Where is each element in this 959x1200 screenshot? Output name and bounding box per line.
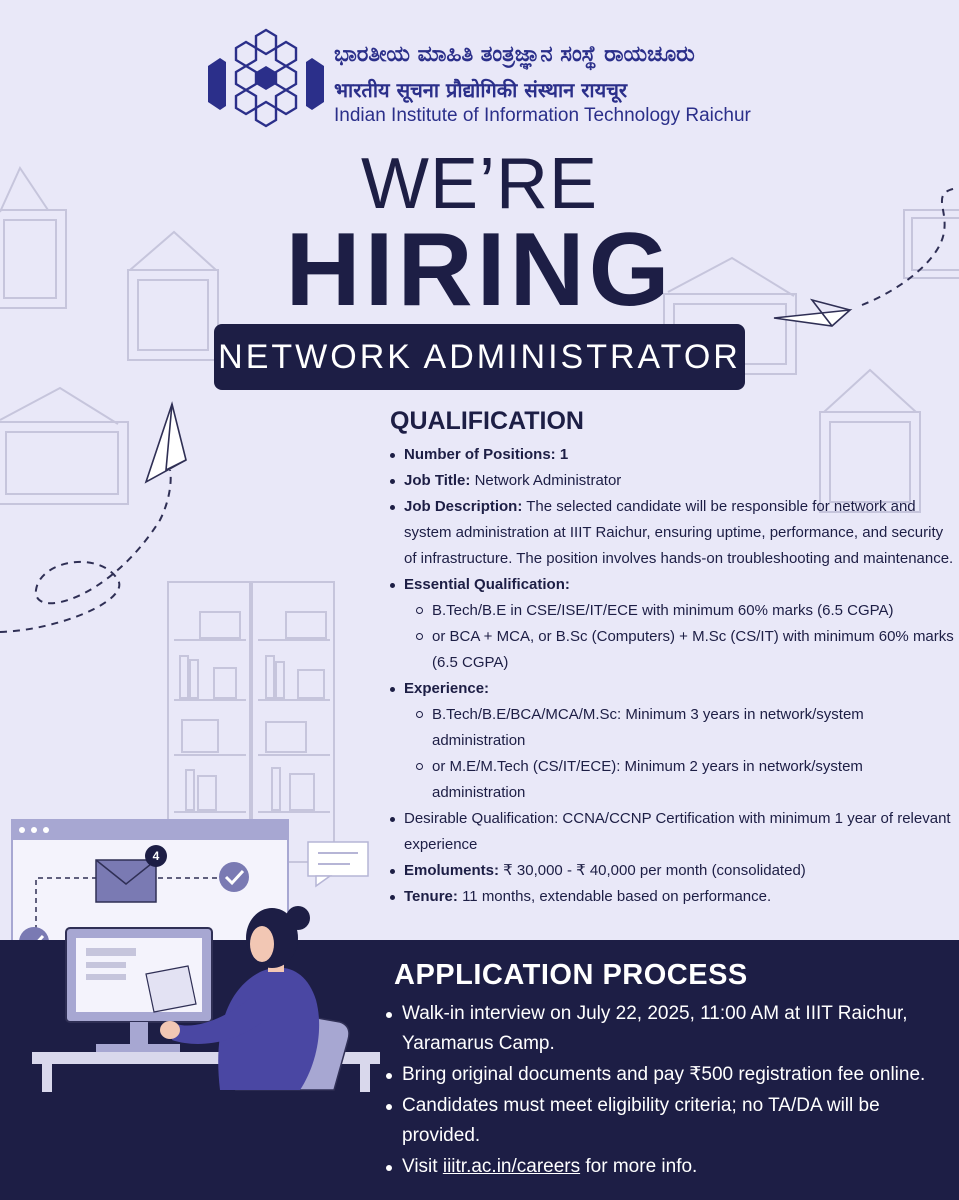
application-title: APPLICATION PROCESS [394,959,748,991]
list-item: Visit iiitr.ac.in/careers for more info. [380,1152,955,1182]
list-item: Bring original documents and pay ₹500 re… [380,1060,955,1090]
experience-list: B.Tech/B.E/BCA/MCA/M.Sc: Minimum 3 years… [412,702,954,806]
role-banner: NETWORK ADMINISTRATOR [214,324,745,390]
list-item: Emoluments: ₹ 30,000 - ₹ 40,000 per mont… [386,858,954,884]
list-item: Job Title: Network Administrator [386,468,954,494]
job-title-label: Job Title: [404,472,471,489]
application-list: Walk-in interview on July 22, 2025, 11:0… [380,999,955,1182]
positions-label: Number of Positions: 1 [404,446,569,463]
list-item: Experience: B.Tech/B.E/BCA/MCA/M.Sc: Min… [386,676,954,806]
notification-count: 4 [152,849,160,863]
sub-list-item: B.Tech/B.E in CSE/ISE/IT/ECE with minimu… [412,598,954,624]
qualification-title: QUALIFICATION [390,407,584,435]
frame-icon [127,230,219,361]
job-description-value: The selected candidate will be responsib… [404,498,954,567]
careers-link[interactable]: iiitr.ac.in/careers [442,1156,581,1177]
sub-list-item: B.Tech/B.E/BCA/MCA/M.Sc: Minimum 3 years… [412,702,954,754]
frame-icon [819,368,921,513]
emoluments-value: ₹ 30,000 - ₹ 40,000 per month (consolida… [499,862,806,879]
envelope-icon [95,859,157,903]
bookshelf-icon [167,581,335,863]
experience-label: Experience: [404,680,490,697]
frame-icon [0,386,129,505]
frame-icon [903,209,959,279]
institute-name-english: Indian Institute of Information Technolo… [334,105,751,126]
qualification-section: QUALIFICATION Number of Positions: 1 Job… [386,404,954,910]
job-title-value: Network Administrator [470,472,622,489]
sub-list-item: or BCA + MCA, or B.Sc (Computers) + M.Sc… [412,624,954,676]
desirable-qualification: Desirable Qualification: CCNA/CCNP Certi… [386,806,954,858]
list-item: Tenure: 11 months, extendable based on p… [386,884,954,910]
essential-qualification-label: Essential Qualification: [404,576,570,593]
emoluments-label: Emoluments: [404,862,500,879]
paper-plane-icon [773,298,853,327]
notification-badge [145,845,167,867]
institute-name-kannada: ಭಾರತೀಯ ಮಾಹಿತಿ ತಂತ್ರಜ್ಞಾನ ಸಂಸ್ಥೆ ರಾಯಚೂರು [334,42,695,67]
list-item: Number of Positions: 1 [386,442,954,468]
visit-prefix: Visit [402,1156,443,1177]
check-circle-icon [219,862,249,892]
institute-name-hindi: भारतीय सूचना प्रौद्योगिकी संस्थान रायचूर [334,78,628,102]
list-item: Candidates must meet eligibility criteri… [380,1091,955,1151]
list-item: Job Description: The selected candidate … [386,494,954,572]
sub-list-item: or M.E/M.Tech (CS/IT/ECE): Minimum 2 yea… [412,754,954,806]
paper-plane-icon [144,401,187,484]
headline-were: WE’RE [361,144,598,224]
tenure-label: Tenure: [404,888,458,905]
hexagon-network-logo [208,28,324,128]
visit-suffix: for more info. [580,1156,698,1177]
tenure-value: 11 months, extendable based on performan… [457,888,772,905]
qualification-list: Number of Positions: 1 Job Title: Networ… [386,442,954,910]
list-item: Essential Qualification: B.Tech/B.E in C… [386,572,954,676]
job-description-label: Job Description: [404,498,523,515]
essential-qualification-list: B.Tech/B.E in CSE/ISE/IT/ECE with minimu… [412,598,954,676]
application-section: APPLICATION PROCESS Walk-in interview on… [380,955,955,1183]
headline-hiring: HIRING [285,212,674,328]
chat-bubble-icon [307,841,369,888]
frame-icon [0,165,67,309]
list-item: Walk-in interview on July 22, 2025, 11:0… [380,999,955,1059]
